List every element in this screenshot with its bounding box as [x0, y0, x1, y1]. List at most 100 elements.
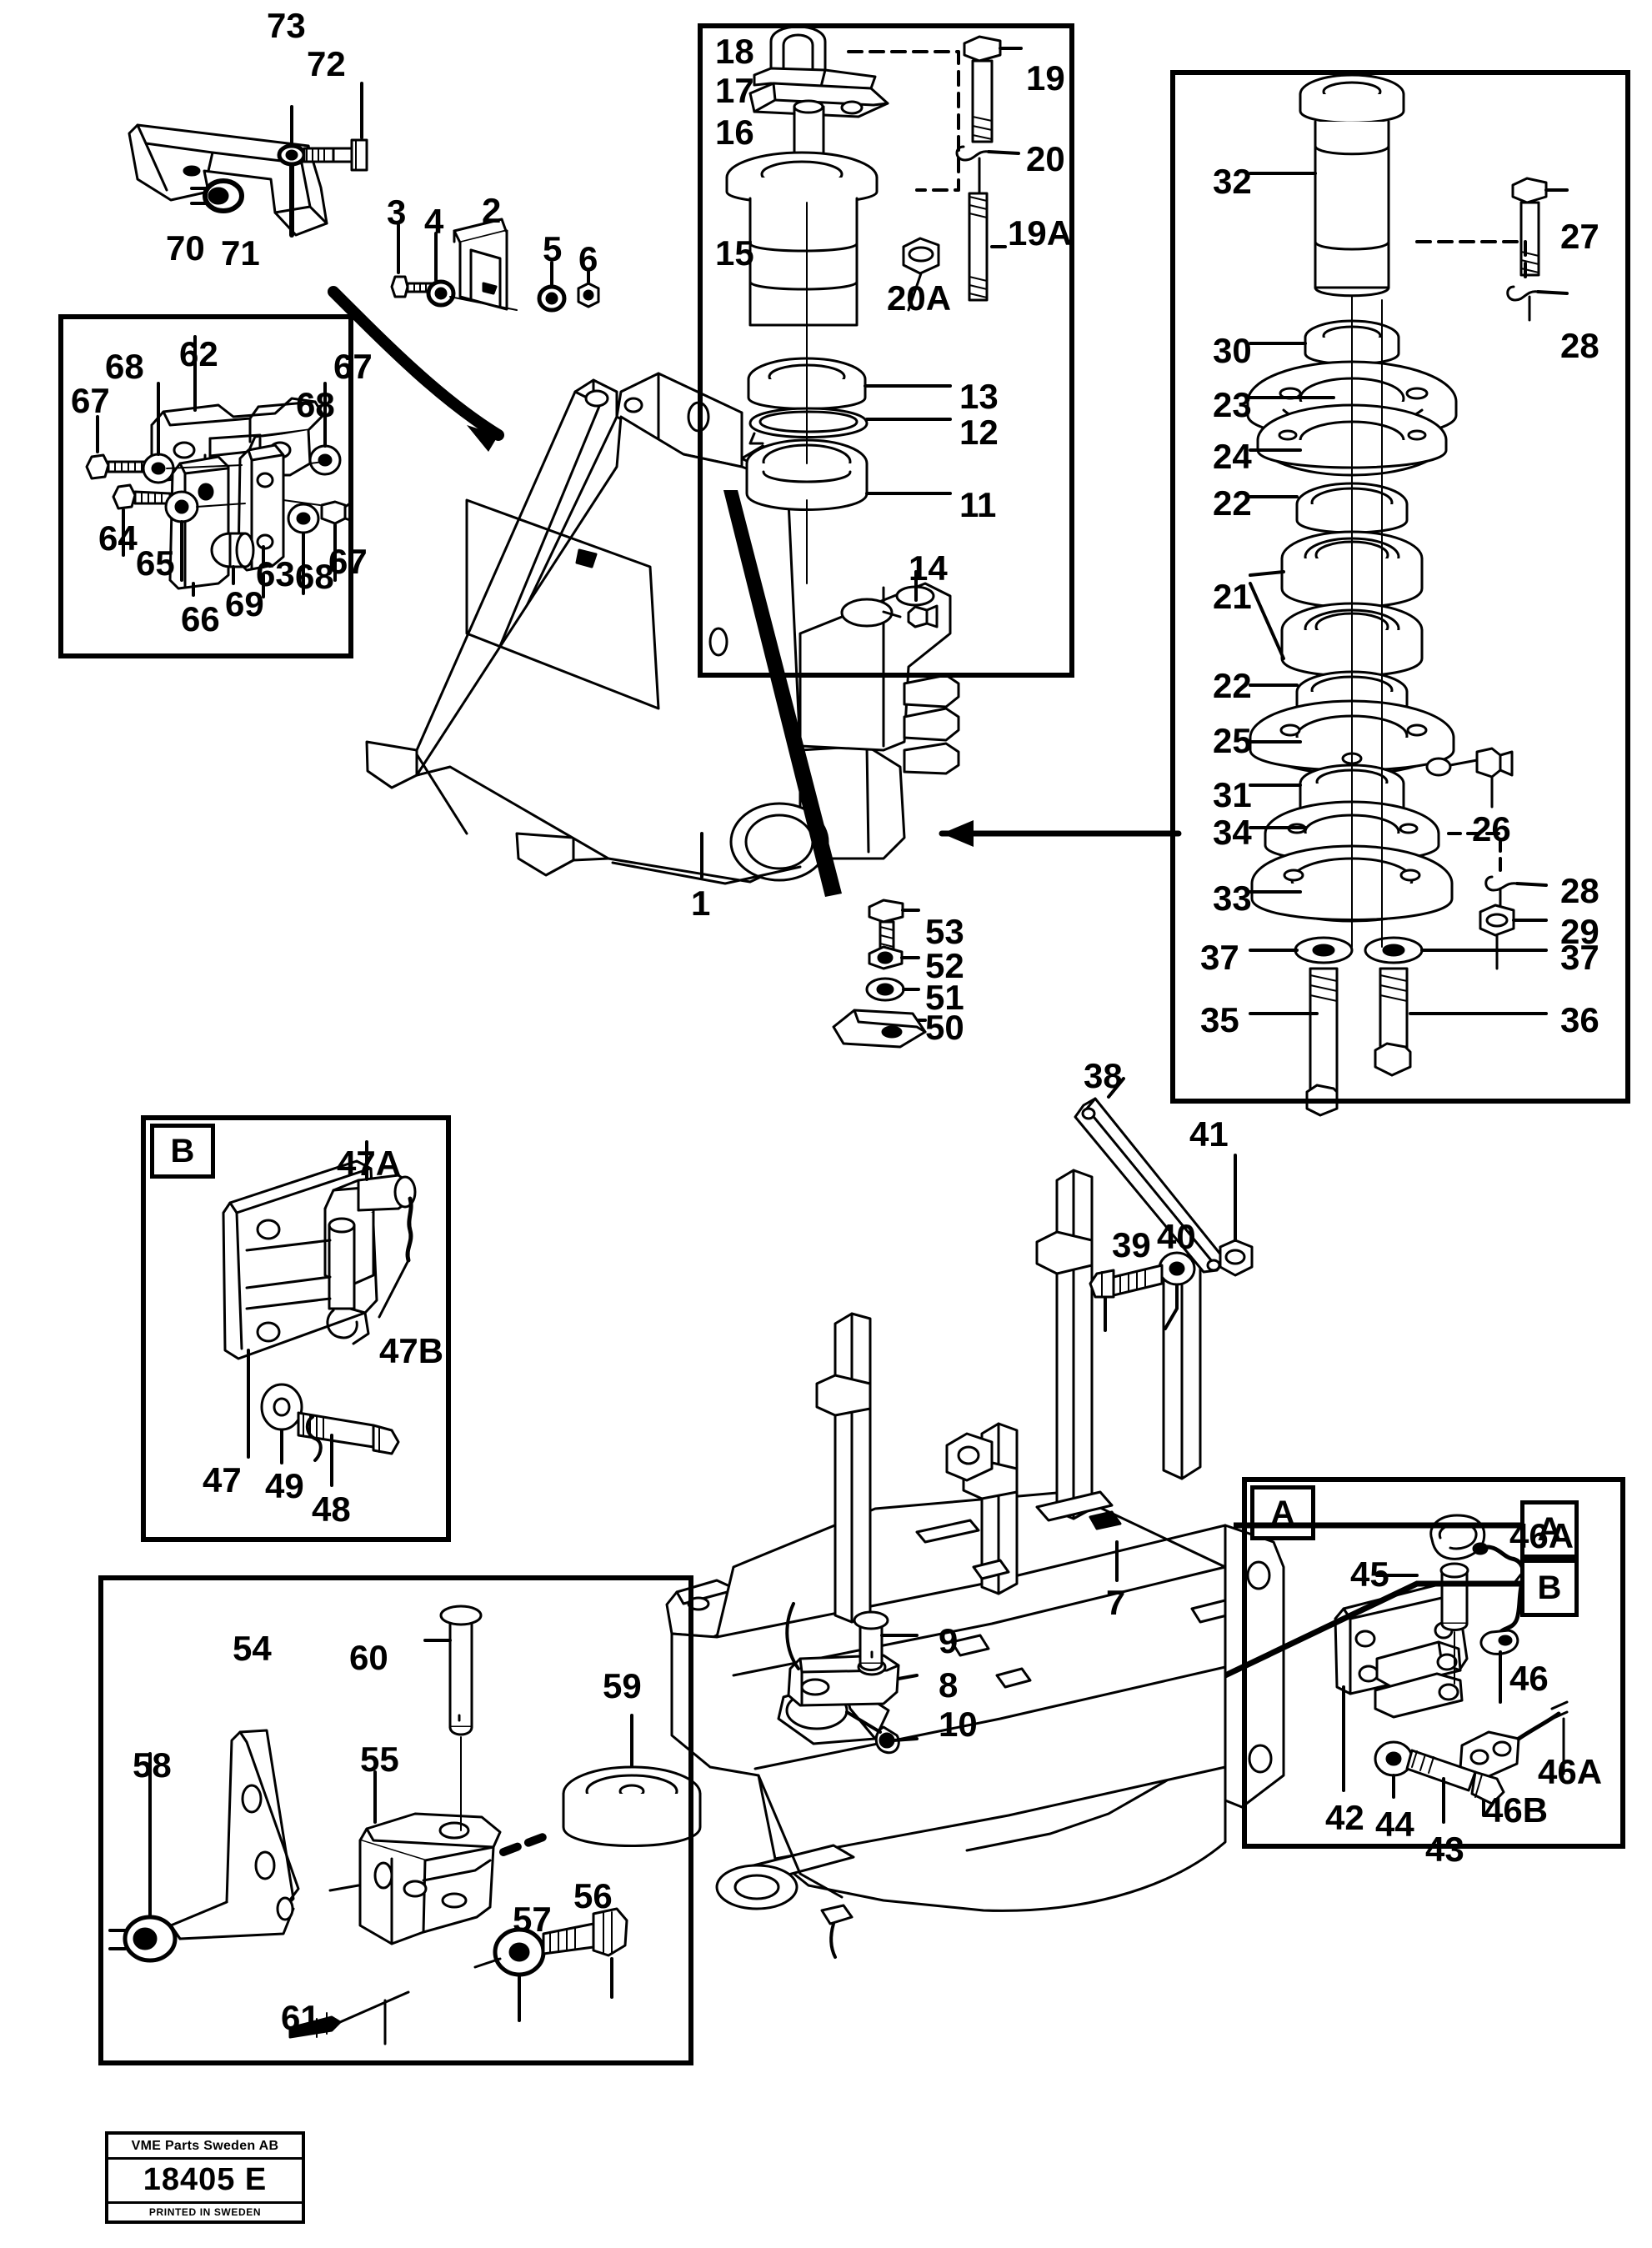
- callout-number-14: 14: [909, 548, 948, 588]
- detail-frame-54-61: [98, 1575, 693, 2065]
- callout-number-18: 18: [715, 32, 754, 71]
- reference-callout-a: A: [1520, 1500, 1579, 1559]
- callout-number-11: 11: [959, 485, 997, 524]
- callout-number-53: 53: [925, 912, 964, 951]
- detail-box-b-upper: B: [150, 1124, 215, 1179]
- part-71-bushing: [190, 178, 244, 213]
- callout-number-19A: 19A: [1008, 213, 1073, 253]
- part-19-bolt: [963, 35, 1023, 143]
- detail-box-a-lower: A: [1250, 1485, 1315, 1540]
- callout-number-27: 27: [1560, 217, 1599, 256]
- part-40-washer: [1158, 1251, 1196, 1330]
- callout-number-65: 65: [136, 543, 175, 583]
- callout-number-60: 60: [349, 1638, 388, 1677]
- callout-number-72: 72: [307, 44, 346, 83]
- title-block-company: VME Parts Sweden AB: [108, 2135, 302, 2160]
- callout-number-23: 23: [1213, 385, 1252, 424]
- detail-62-69-assembly: [85, 335, 352, 598]
- callout-number-34: 34: [1213, 813, 1252, 852]
- callout-number-63: 63: [256, 554, 295, 593]
- part-14-nipple: [882, 570, 939, 628]
- callout-number-37: 37: [1560, 938, 1599, 977]
- part-17-plate: [748, 82, 889, 118]
- callout-number-6: 6: [578, 239, 598, 278]
- callout-number-39: 39: [1112, 1225, 1151, 1264]
- detail-a-42-46-assembly: [1334, 1514, 1569, 1824]
- callout-number-62: 62: [179, 334, 218, 373]
- callout-number-33: 33: [1213, 879, 1252, 918]
- part-39-bolt: [1089, 1264, 1164, 1332]
- callout-number-49: 49: [265, 1466, 304, 1505]
- callout-number-47B: 47B: [379, 1331, 444, 1370]
- callout-number-12: 12: [959, 413, 999, 452]
- callout-number-25: 25: [1213, 721, 1252, 760]
- callout-number-47: 47: [203, 1460, 242, 1500]
- callout-number-30: 30: [1213, 331, 1252, 370]
- callout-number-28: 28: [1560, 871, 1599, 910]
- callout-number-4: 4: [424, 202, 444, 241]
- callout-number-9: 9: [939, 1621, 959, 1660]
- leader-8: [785, 1602, 800, 1670]
- detail-frame-21-37: [1170, 70, 1630, 1104]
- callout-number-61: 61: [281, 1998, 320, 2037]
- assembly-arrow-1: [328, 286, 504, 441]
- callout-number-24: 24: [1213, 437, 1252, 476]
- detail-frame-47: [141, 1115, 451, 1542]
- detail-54-61-assembly: [108, 1605, 702, 2045]
- callout-number-20: 20: [1026, 139, 1065, 178]
- part-29-nut: [1479, 904, 1548, 970]
- callout-number-48: 48: [312, 1489, 351, 1529]
- callout-number-69: 69: [225, 584, 264, 623]
- part-38-rod: [1074, 1077, 1227, 1274]
- callout-number-5: 5: [543, 229, 563, 268]
- callout-number-68: 68: [105, 347, 144, 386]
- callout-number-46B: 46B: [1484, 1790, 1549, 1830]
- callout-number-46A: 46A: [1538, 1752, 1603, 1791]
- callout-number-21: 21: [1213, 577, 1252, 616]
- callout-number-40: 40: [1157, 1217, 1196, 1256]
- leader-2: [449, 296, 518, 311]
- callout-number-22: 22: [1213, 483, 1252, 523]
- detail-frame-62-69: [58, 314, 353, 658]
- callout-number-7: 7: [1106, 1583, 1126, 1622]
- callout-number-47A: 47A: [337, 1144, 402, 1183]
- callout-number-42: 42: [1325, 1798, 1364, 1837]
- part-52-washer: [868, 945, 920, 970]
- part-10-cotter: [845, 1710, 919, 1755]
- callout-number-26: 26: [1472, 809, 1511, 849]
- callout-number-3: 3: [387, 193, 407, 232]
- callout-number-51: 51: [925, 978, 964, 1017]
- part-37-washer-left: [1249, 936, 1354, 964]
- part-41-nut: [1219, 1154, 1254, 1277]
- callout-number-31: 31: [1213, 775, 1252, 814]
- part-15-cylinder: [725, 151, 879, 327]
- part-32-king-pin: [1249, 73, 1405, 298]
- callout-number-55: 55: [360, 1740, 399, 1779]
- callout-number-1: 1: [691, 884, 711, 923]
- part-2-bracket: [453, 218, 508, 311]
- callout-number-50: 50: [925, 1008, 964, 1047]
- callout-number-44: 44: [1375, 1805, 1414, 1844]
- callout-number-37: 37: [1200, 938, 1239, 977]
- callout-number-43: 43: [1425, 1830, 1464, 1869]
- reference-callout-b: B: [1520, 1559, 1579, 1617]
- callout-number-57: 57: [513, 1900, 552, 1939]
- callout-number-66: 66: [181, 599, 220, 638]
- part-4-washer: [426, 232, 456, 308]
- part-26-screw: [1425, 747, 1514, 809]
- part-36-bolt: [1374, 967, 1548, 1077]
- callout-number-16: 16: [715, 113, 754, 152]
- callout-number-15: 15: [715, 233, 754, 273]
- part-6-nut: [577, 270, 600, 308]
- detail-frame-42-46: [1242, 1477, 1625, 1849]
- part-19A-stud: [968, 192, 1007, 302]
- detail-frame-15-20a: [698, 23, 1074, 678]
- part-5-washer: [537, 261, 567, 313]
- part-70-bracket: [128, 123, 328, 237]
- part-28-split-pin-upper: [1506, 285, 1569, 322]
- part-28-split-pin-lower: [1484, 875, 1548, 910]
- part-20A-nut: [902, 237, 940, 312]
- callout-number-41: 41: [1189, 1114, 1229, 1154]
